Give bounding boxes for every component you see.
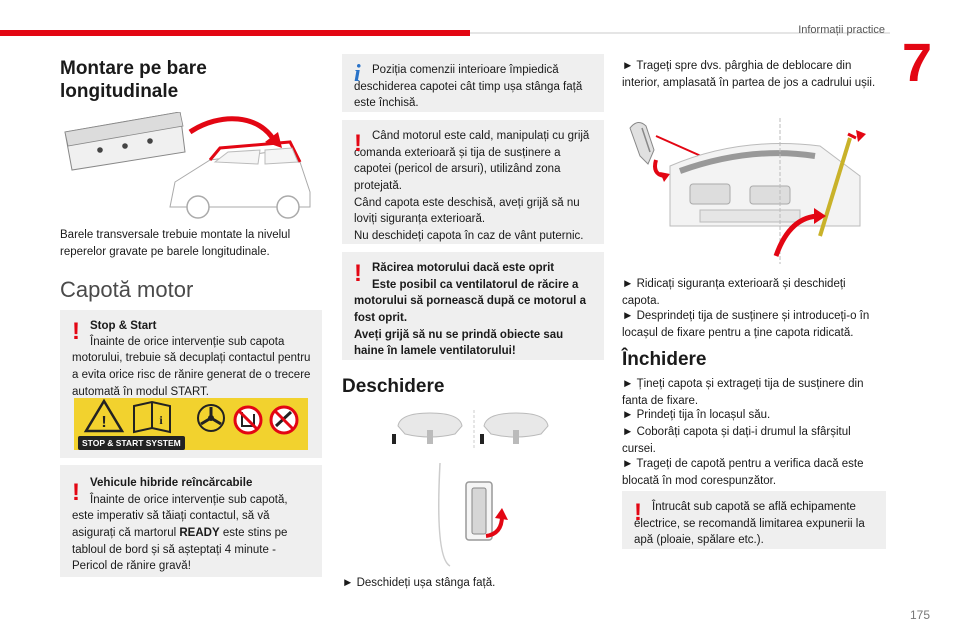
title-montare: Montare pe bare longitudinale bbox=[60, 58, 207, 102]
step-prop-rod: ► Desprindeți tija de susținere și intro… bbox=[622, 310, 870, 339]
close-step-4: ► Trageți de capotă pentru a verifica da… bbox=[622, 458, 864, 487]
page-number: 175 bbox=[909, 608, 930, 622]
left-column: Montare pe bare longitudinale bbox=[60, 50, 320, 104]
warning-triangle-icon bbox=[83, 398, 125, 433]
warning-text: Înainte de orice intervenție sub capotă,… bbox=[72, 493, 288, 540]
warning-exclamation-icon: ! bbox=[72, 479, 80, 506]
svg-text:i: i bbox=[159, 413, 163, 427]
warning-text: Întrucât sub capotă se află echipamente … bbox=[634, 501, 865, 547]
title-deschidere: Deschidere bbox=[342, 376, 445, 397]
svg-text:!: ! bbox=[101, 414, 106, 431]
warning-box-hybrid: ! Vehicule hibride reîncărcabile Înainte… bbox=[60, 465, 322, 577]
warning-exclamation-icon: ! bbox=[354, 260, 362, 287]
info-box-interior-control: i Poziția comenzii interioare împiedică … bbox=[342, 54, 604, 112]
warning-text-cont: este stins pe tabloul de bord și să aște… bbox=[72, 527, 288, 573]
warning-box-fan: ! Răcirea motorului dacă este oprit Este… bbox=[342, 252, 604, 360]
door-opening-illustration bbox=[392, 410, 549, 567]
stopstart-label-panel: ! i STOP & START SYSTEM bbox=[74, 398, 308, 451]
warning-title: Stop & Start bbox=[90, 320, 157, 332]
warning-text: Înainte de orice intervenție sub capota … bbox=[72, 335, 311, 398]
warning-text: Când motorul este cald, manipulați cu gr… bbox=[354, 130, 590, 193]
warning-text: Aveți grijă să nu se prindă obiecte sau … bbox=[354, 328, 564, 358]
warning-box-hot-engine: ! Când motorul este cald, manipulați cu … bbox=[342, 120, 604, 244]
manual-book-icon: i bbox=[133, 400, 171, 434]
step-open-door: ► Deschideți ușa stânga față. bbox=[342, 577, 496, 589]
warning-title: Răcirea motorului dacă este oprit bbox=[372, 262, 555, 274]
close-step-3: ► Coborâți capota și dați-i drumul la sf… bbox=[622, 426, 851, 455]
header-divider bbox=[470, 32, 890, 34]
title-capota: Capotă motor bbox=[60, 277, 194, 302]
warning-box-stopstart: ! Stop & Start Înainte de orice interven… bbox=[60, 310, 322, 458]
warning-exclamation-icon: ! bbox=[72, 318, 80, 345]
warning-text: Este posibil ca ventilatorul de răcire a… bbox=[354, 278, 586, 325]
info-text: Poziția comenzii interioare împiedică de… bbox=[354, 64, 583, 110]
section-label: Informații practice bbox=[798, 24, 885, 36]
info-icon: i bbox=[354, 61, 361, 87]
ready-indicator-text: READY bbox=[179, 527, 220, 540]
hand-forbidden-icon bbox=[233, 405, 263, 435]
title-inchidere: Închidere bbox=[622, 349, 707, 370]
screwdriver-forbidden-icon bbox=[269, 405, 299, 435]
chapter-number: 7 bbox=[902, 33, 933, 93]
close-step-1: ► Țineți capota și extrageți tija de sus… bbox=[622, 378, 864, 407]
roof-bars-illustration bbox=[64, 112, 311, 219]
step-pull-lever: ► Trageți spre dvs. pârghia de deblocare… bbox=[622, 60, 876, 89]
warning-box-water: ! Întrucât sub capotă se află echipament… bbox=[622, 491, 886, 549]
warning-title: Vehicule hibride reîncărcabile bbox=[90, 477, 253, 489]
stopstart-system-label: STOP & START SYSTEM bbox=[78, 436, 185, 451]
warning-exclamation-icon: ! bbox=[354, 130, 362, 157]
fan-icon bbox=[197, 404, 225, 432]
roof-bars-caption: Barele transversale trebuie montate la n… bbox=[60, 229, 291, 258]
header-accent-bar bbox=[0, 30, 470, 36]
warning-text: Nu deschideți capota în caz de vânt pute… bbox=[354, 230, 584, 243]
hood-opening-illustration bbox=[629, 118, 866, 264]
warning-text: Când capota este deschisă, aveți grijă s… bbox=[354, 196, 580, 226]
step-raise-safety: ► Ridicați siguranța exterioară și desch… bbox=[622, 278, 846, 307]
warning-exclamation-icon: ! bbox=[634, 499, 642, 526]
close-step-2: ► Prindeți tija în locașul său. bbox=[622, 409, 771, 421]
